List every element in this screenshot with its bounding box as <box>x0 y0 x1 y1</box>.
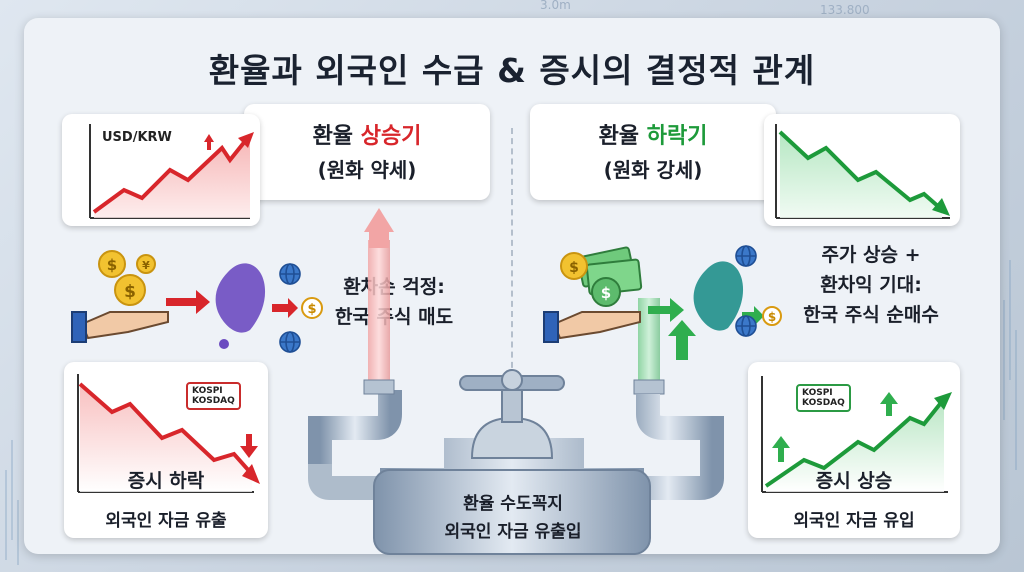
right-arrow-icon <box>166 290 210 314</box>
right-expect-line3: 한국 주식 순매수 <box>803 304 939 326</box>
right-market-label: 증시 상승 <box>815 470 893 492</box>
kospi-label: KOSPI <box>802 388 833 398</box>
page-title: 환율과 외국인 수급 & 증시의 결정적 관계 <box>208 51 816 90</box>
korea-map-icon <box>215 263 266 333</box>
right-heading: 환율 하락기 <box>530 118 776 150</box>
open-hand-icon <box>80 311 169 340</box>
right-arrow-icon <box>648 298 684 322</box>
svg-text:$: $ <box>107 256 117 274</box>
dollar-icon <box>762 306 782 326</box>
krw-downtrend-chart <box>775 124 950 219</box>
svg-text:$: $ <box>124 282 136 302</box>
market-uptrend-chart <box>761 376 952 493</box>
open-hand-icon <box>552 311 641 340</box>
up-arrow-icon <box>668 320 696 360</box>
usdkrw-uptrend-chart <box>89 124 254 219</box>
korea-map-icon <box>693 261 744 331</box>
background-number-2: 133.800 <box>820 3 870 17</box>
left-heading-sub: (원화 약세) <box>317 158 417 182</box>
up-arrow-icon <box>364 208 394 232</box>
right-heading-emphasis: 하락기 <box>646 124 708 149</box>
center-faucet-text: 환율 수도꼭지 외국인 자금 유출입 <box>410 490 616 546</box>
left-heading-card: 환율 상승기 (원화 약세) <box>244 104 490 200</box>
usdkrw-chart-card: USD/KRW <box>62 114 260 226</box>
globe-icon <box>279 263 301 285</box>
left-heading: 환율 상승기 <box>244 118 490 150</box>
kospi-label: KOSPI <box>192 386 223 396</box>
background-number-1: 3.0m <box>540 0 571 12</box>
globe-icon <box>735 315 757 337</box>
faucet-body <box>470 416 554 459</box>
kosdaq-label: KOSDAQ <box>802 398 845 408</box>
left-worry-line2: 한국 주식 매도 <box>334 306 454 328</box>
svg-text:$: $ <box>569 260 579 276</box>
right-heading-card: 환율 하락기 (원화 강세) <box>530 104 776 200</box>
main-panel: 환율과 외국인 수급 & 증시의 결정적 관계 환율 상승기 (원화 약세) U… <box>24 18 1000 555</box>
svg-text:$: $ <box>768 310 776 324</box>
right-flow-label: 외국인 자금 유입 <box>793 511 915 531</box>
right-heading-sub: (원화 강세) <box>603 158 703 182</box>
up-arrow-icon <box>880 392 898 416</box>
left-heading-emphasis: 상승기 <box>360 124 422 149</box>
left-market-label: 증시 하락 <box>127 470 205 492</box>
krw-downtrend-chart-card <box>764 114 960 226</box>
up-arrow-icon <box>772 436 790 462</box>
globe-icon <box>279 331 301 353</box>
usdkrw-label: USD/KRW <box>102 130 172 145</box>
up-arrow-icon <box>204 134 214 150</box>
market-downtrend-chart <box>77 374 260 493</box>
svg-text:$: $ <box>601 284 611 302</box>
faucet-pipe-illustration <box>308 208 724 555</box>
right-expect-text: 주가 상승 + 환차익 기대: 한국 주식 순매수 <box>764 240 978 330</box>
globe-icon <box>735 245 757 267</box>
svg-text:$: $ <box>307 302 316 317</box>
right-heading-prefix: 환율 <box>598 124 647 149</box>
center-divider <box>511 128 513 378</box>
right-expect-line1: 주가 상승 + <box>821 244 921 266</box>
cash-stack-icon: $ $ <box>560 246 643 307</box>
down-arrow-icon <box>240 434 258 458</box>
kosdaq-label: KOSDAQ <box>192 396 235 406</box>
right-money-flow-illustration: $ $ $ <box>543 246 782 360</box>
left-money-flow-illustration: $ ¥ $ $ <box>71 250 323 353</box>
center-line2: 외국인 자금 유출입 <box>444 522 582 542</box>
left-flow-label: 외국인 자금 유출 <box>105 511 227 531</box>
right-expect-line2: 환차익 기대: <box>820 274 922 296</box>
left-heading-prefix: 환율 <box>312 124 361 149</box>
coin-stack-icon: $ ¥ $ <box>98 250 156 306</box>
center-line1: 환율 수도꼭지 <box>463 494 563 514</box>
svg-text:¥: ¥ <box>142 259 150 272</box>
right-globes <box>735 245 757 337</box>
dollar-icon <box>301 297 323 319</box>
